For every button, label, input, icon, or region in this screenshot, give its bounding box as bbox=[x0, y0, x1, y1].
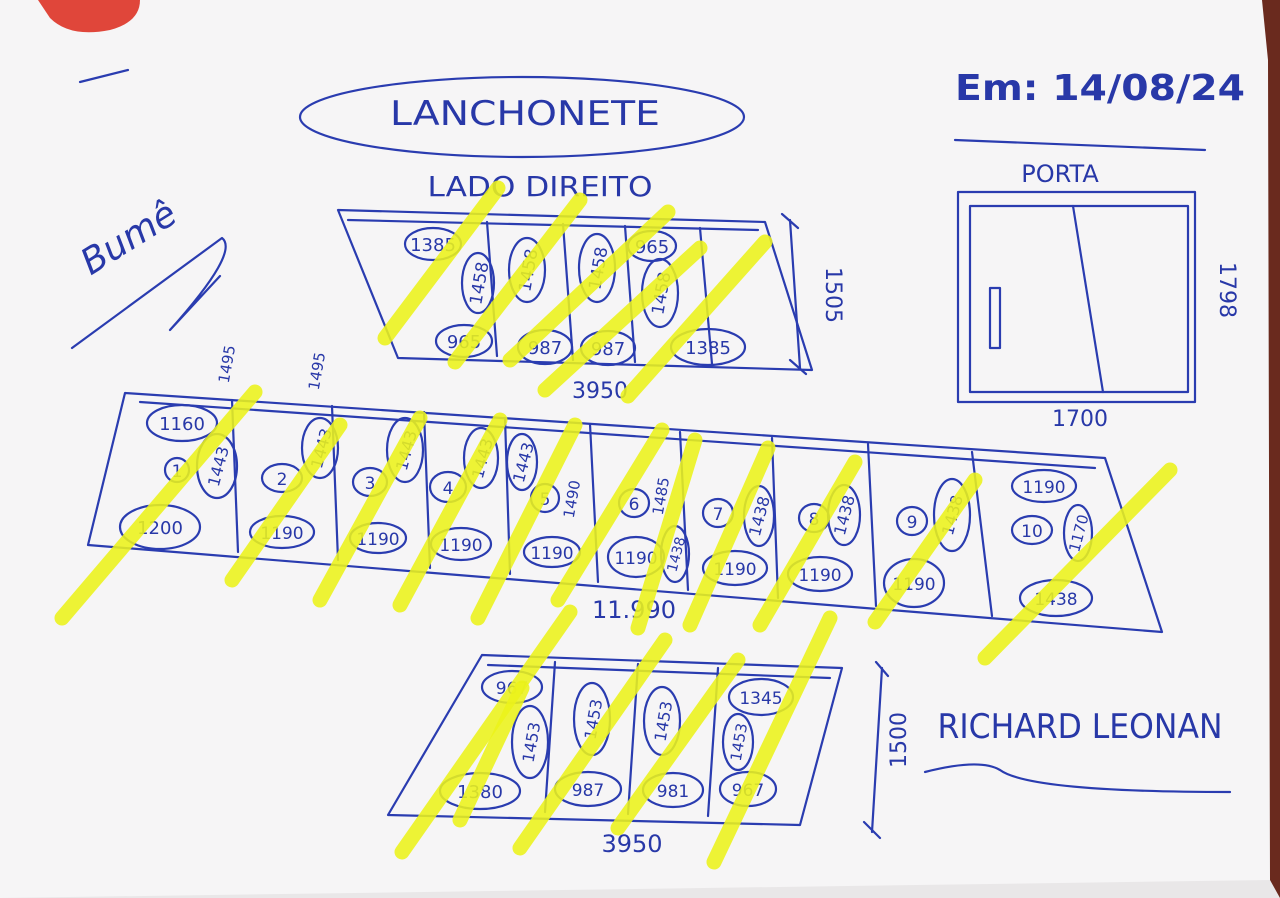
top-unit-outline bbox=[336, 208, 814, 372]
highlight-stroke bbox=[377, 180, 506, 346]
piece-ellipse bbox=[701, 549, 769, 587]
door-frame-outer bbox=[956, 190, 1197, 404]
number-ellipse bbox=[1010, 514, 1054, 546]
highlight-stroke bbox=[537, 240, 708, 398]
piece-label: 1190 bbox=[614, 549, 657, 569]
piece-label: 1190 bbox=[439, 536, 482, 556]
pen-mark-top-left bbox=[78, 68, 130, 84]
highlight-stroke bbox=[512, 632, 673, 856]
highlight-stroke bbox=[502, 204, 676, 368]
title-text: LANCHONETE bbox=[390, 94, 660, 134]
top-unit-divider bbox=[485, 220, 499, 358]
number-ellipse bbox=[895, 505, 929, 537]
door-height: 1798 bbox=[1214, 262, 1239, 318]
highlight-stroke bbox=[447, 192, 588, 370]
long-unit-divider bbox=[678, 430, 690, 592]
piece-ellipse bbox=[1010, 468, 1078, 504]
number-label: 10 bbox=[1021, 522, 1043, 542]
long-unit-numbers: 1 2 3 4 5 6 7 8 9 10 bbox=[163, 456, 1054, 546]
highlight-stroke bbox=[620, 234, 773, 404]
dimension-ticks bbox=[780, 212, 890, 840]
piece-ellipse bbox=[932, 477, 972, 553]
signature-left-stroke bbox=[70, 236, 227, 350]
door-label: PORTA bbox=[1021, 160, 1099, 188]
piece-ellipse bbox=[145, 403, 219, 443]
long-unit-divider bbox=[866, 442, 878, 608]
highlight-stroke bbox=[312, 410, 428, 608]
piece-ellipse bbox=[460, 251, 496, 315]
highlight-stroke bbox=[630, 432, 703, 636]
finger-top-left bbox=[38, 0, 140, 33]
highlight-stroke bbox=[54, 384, 263, 626]
bottom-unit-outline bbox=[386, 653, 844, 827]
bottom-unit-height: 1500 bbox=[887, 712, 912, 768]
highlight-stroke bbox=[610, 652, 746, 836]
background-right-strip bbox=[1262, 0, 1280, 898]
piece-label: 1190 bbox=[530, 544, 573, 564]
piece-ellipse bbox=[385, 416, 425, 484]
top-unit-divider bbox=[561, 222, 575, 362]
highlight-stroke bbox=[550, 422, 670, 608]
title-ellipse bbox=[298, 75, 746, 159]
highlight-stroke bbox=[867, 472, 983, 630]
bottom-unit-height-line bbox=[870, 666, 884, 834]
top-unit-height-line bbox=[788, 218, 802, 370]
piece-label: 1345 bbox=[739, 689, 782, 709]
highlight-stroke bbox=[394, 604, 578, 860]
piece-label: 981 bbox=[657, 782, 689, 802]
highlighter-marks bbox=[54, 180, 1178, 870]
date-text: Em: 14/08/24 bbox=[955, 68, 1245, 109]
piece-label: 1190 bbox=[1022, 478, 1065, 498]
number-label: 9 bbox=[907, 513, 918, 533]
door-middle-line bbox=[1071, 204, 1105, 394]
piece-ellipse bbox=[505, 432, 539, 492]
number-label: 7 bbox=[713, 505, 724, 525]
piece-label: 1190 bbox=[356, 530, 399, 550]
number-label: 3 bbox=[365, 474, 376, 494]
highlight-stroke bbox=[224, 417, 348, 588]
door-handle bbox=[988, 286, 1002, 350]
highlight-stroke bbox=[392, 412, 508, 613]
piece-ellipse bbox=[462, 426, 500, 490]
number-label: 6 bbox=[629, 495, 640, 515]
signature-right-stroke bbox=[923, 763, 1232, 794]
long-unit-divider bbox=[588, 422, 600, 584]
piece-label: 1385 bbox=[685, 338, 731, 359]
long-unit-outline bbox=[86, 391, 1164, 634]
signature-right: RICHARD LEONAN bbox=[938, 707, 1223, 747]
top-unit-label: LADO DIREITO bbox=[428, 170, 653, 203]
piece-label: 1160 bbox=[159, 414, 205, 435]
number-label: 2 bbox=[277, 470, 288, 490]
bottom-unit-inner bbox=[486, 663, 832, 680]
highlight-stroke bbox=[452, 680, 530, 828]
bottom-unit-divider bbox=[543, 660, 557, 814]
highlight-stroke bbox=[752, 454, 863, 633]
piece-ellipse bbox=[721, 712, 755, 772]
highlight-stroke bbox=[977, 462, 1178, 666]
highlight-stroke bbox=[706, 610, 838, 870]
highlight-stroke bbox=[682, 440, 776, 633]
piece-ellipse bbox=[507, 236, 547, 304]
piece-label: 1190 bbox=[798, 566, 841, 586]
long-unit-inner bbox=[138, 400, 1097, 470]
top-unit-width: 3950 bbox=[572, 379, 628, 404]
top-unit-height: 1505 bbox=[820, 267, 845, 323]
bottom-unit-width: 3950 bbox=[601, 830, 662, 858]
piece-label: 987 bbox=[572, 781, 604, 801]
door-top-line bbox=[953, 138, 1207, 152]
highlight-stroke bbox=[470, 417, 583, 626]
piece-ellipse bbox=[510, 704, 550, 780]
door-width: 1700 bbox=[1052, 407, 1108, 432]
door-frame-inner bbox=[968, 204, 1190, 394]
piece-ellipse bbox=[300, 416, 340, 480]
number-label: 4 bbox=[443, 479, 454, 499]
